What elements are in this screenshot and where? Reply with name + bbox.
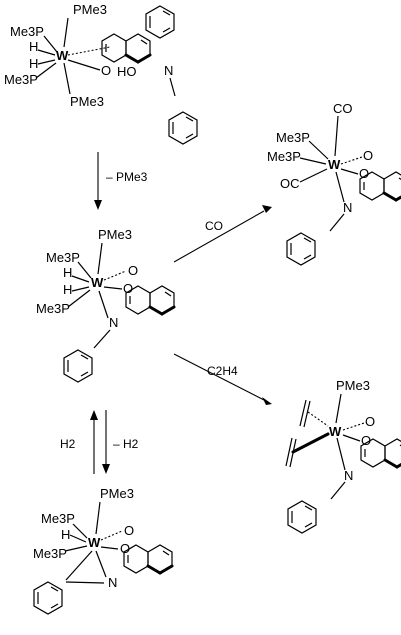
s2-oxygen-1: O	[128, 263, 138, 278]
s2-me3p-lower: Me3P	[36, 301, 70, 316]
sco-co-top: CO	[333, 101, 353, 116]
sco-oxygen-2: O	[359, 166, 369, 181]
s1-me3p-lower: Me3P	[4, 72, 38, 87]
s2-oxygen-2: O	[123, 281, 133, 296]
s2-metal: W	[91, 275, 104, 290]
sco-me3p-lower: Me3P	[267, 149, 301, 164]
step-1-label: – PMe3	[106, 170, 148, 184]
sco-nitrogen: N	[343, 200, 352, 215]
s3-nitrogen: N	[108, 575, 117, 590]
sc2h4-nitrogen: N	[344, 468, 353, 483]
s3-oxygen-1: O	[124, 523, 134, 538]
structure-1: PMe3 Me3P H W H Me3P PMe3 O HO N	[4, 2, 198, 145]
s1-pme3-top: PMe3	[73, 2, 107, 17]
sc2h4-pme3-top: PMe3	[336, 378, 370, 393]
s2-pme3-top: PMe3	[98, 227, 132, 242]
s1-pme3-bottom: PMe3	[70, 94, 104, 109]
sc2h4-metal: W	[329, 424, 342, 439]
step-c2h4-label: C2H4	[207, 364, 238, 378]
step-co-arrow: CO	[173, 205, 272, 263]
step-1-arrow: – PMe3	[94, 152, 148, 210]
s1-h-lower: H	[29, 56, 38, 71]
sco-metal: W	[328, 157, 341, 172]
step-co-label: CO	[205, 219, 223, 233]
sc2h4-oxygen-1: O	[365, 414, 375, 429]
sco-oxygen-1: O	[363, 148, 373, 163]
sco-oc-left: OC	[280, 176, 300, 191]
step-c2h4-arrow: C2H4	[173, 353, 272, 405]
structure-c2h4: PMe3 W O O N	[285, 378, 401, 534]
s3-h-upper: H	[61, 527, 70, 542]
s3-me3p-upper: Me3P	[41, 511, 75, 526]
structure-co: CO Me3P Me3P W OC O O N	[267, 101, 401, 266]
sc2h4-oxygen-2: O	[361, 433, 371, 448]
s1-h-upper: H	[29, 39, 38, 54]
step-h2-forward-label: H2	[60, 437, 76, 451]
s2-h-lower: H	[63, 282, 72, 297]
s3-me3p-lower: Me3P	[33, 546, 67, 561]
structure-2: PMe3 Me3P H W H Me3P O O N	[36, 227, 176, 383]
s2-nitrogen: N	[109, 315, 118, 330]
structure-3: PMe3 Me3P H W Me3P O O N	[33, 486, 174, 615]
s2-h-upper: H	[63, 265, 72, 280]
s3-metal: W	[88, 535, 101, 550]
step-h2-reverse-label: – H2	[113, 437, 139, 451]
s1-metal: W	[56, 48, 69, 63]
sco-me3p-upper: Me3P	[276, 130, 310, 145]
s3-pme3-top: PMe3	[100, 486, 134, 501]
step-h2-arrows: H2 – H2	[60, 410, 139, 474]
s1-hydroxyl: HO	[117, 64, 137, 79]
s2-me3p-upper: Me3P	[46, 250, 80, 265]
s1-nitrogen: N	[164, 63, 173, 78]
s1-oxygen: O	[101, 63, 111, 78]
s1-me3p-upper: Me3P	[10, 24, 44, 39]
s3-oxygen-2: O	[120, 541, 130, 556]
